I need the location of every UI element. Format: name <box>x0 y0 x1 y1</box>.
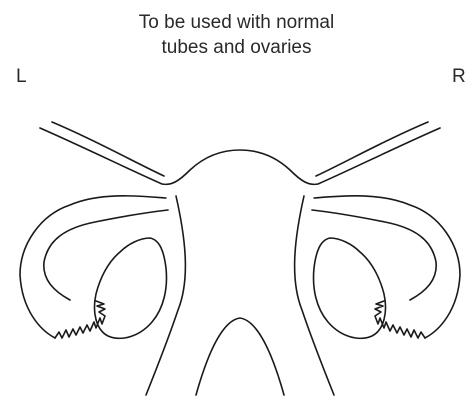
left-ovary <box>95 238 167 338</box>
uterus-body-outline <box>40 128 440 184</box>
left-fallopian-tube <box>20 196 168 338</box>
right-tube-outer <box>316 122 428 176</box>
uterus-right-wall <box>295 196 334 395</box>
left-fimbriae <box>55 301 105 338</box>
right-ovary <box>314 238 386 338</box>
left-tube-outer <box>52 122 164 176</box>
uterus-left-wall <box>146 196 185 395</box>
right-fimbriae <box>375 301 425 338</box>
cervix-arch <box>196 318 284 395</box>
right-fallopian-tube <box>312 196 460 338</box>
